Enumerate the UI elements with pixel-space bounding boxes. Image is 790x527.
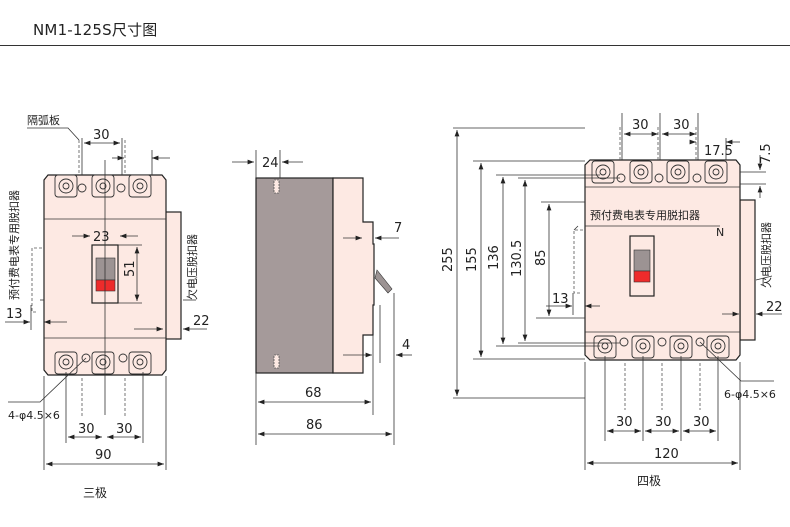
dim-side-top-offset: 24 <box>262 156 279 171</box>
four-undervoltage-release-label: 欠电压脱扣器 <box>759 222 773 288</box>
handle-red <box>95 279 116 292</box>
dim-four-pitch-bottom-3: 30 <box>693 415 710 430</box>
three-pole-front-view <box>5 127 207 470</box>
dim-four-left-offset: 13 <box>552 292 569 307</box>
dim-handle-width: 23 <box>93 230 110 245</box>
arc-plate-label: 隔弧板 <box>27 113 60 127</box>
dim-height-overall: 255 <box>441 247 456 272</box>
neutral-label: N <box>716 226 724 239</box>
dim-side-body-depth: 68 <box>305 386 322 401</box>
top-terminals <box>54 174 152 198</box>
dim-left-offset: 13 <box>6 307 23 322</box>
side-view <box>232 150 412 445</box>
four-pole-undervoltage-module <box>739 199 756 341</box>
dim-pole-pitch-bottom-1: 30 <box>78 422 95 437</box>
dim-pole-pitch-bottom-2: 30 <box>116 422 133 437</box>
prepaid-release-outline <box>31 247 42 313</box>
dim-height-holes: 130.5 <box>510 240 525 277</box>
dim-side-handle: 4 <box>402 338 410 353</box>
four-pole-handle-red <box>633 270 651 283</box>
four-pole-prepaid-outline <box>573 229 583 294</box>
page-title: NM1-125S尺寸图 <box>33 21 158 39</box>
undervoltage-release-label: 欠电压脱扣器 <box>185 234 199 300</box>
dim-pole-pitch-top: 30 <box>93 128 110 143</box>
dim-four-pitch-bottom-2: 30 <box>655 415 672 430</box>
side-body <box>332 177 375 374</box>
dim-four-pitch-bottom-1: 30 <box>616 415 633 430</box>
dim-right-offset: 22 <box>193 314 210 329</box>
side-terminal-block <box>255 177 334 374</box>
three-pole-caption: 三极 <box>83 486 107 500</box>
dim-four-overall-width: 120 <box>654 447 679 462</box>
dim-height-terminals: 136 <box>487 245 502 270</box>
four-pole-body <box>584 159 741 361</box>
dim-height-body: 155 <box>465 247 480 272</box>
dim-four-top-margin: 7.5 <box>759 143 774 164</box>
four-prepaid-release-label: 预付费电表专用脱扣器 <box>590 208 700 222</box>
dim-four-pitch-top-2: 30 <box>673 118 690 133</box>
side-handle <box>374 269 393 294</box>
four-pole-front-view <box>453 113 782 470</box>
dim-height-cover: 85 <box>534 249 549 266</box>
mounting-holes-label: 4-φ4.5×6 <box>8 409 60 422</box>
four-mounting-holes-label: 6-φ4.5×6 <box>724 388 776 401</box>
dim-four-pitch-top-1: 30 <box>632 118 649 133</box>
dim-handle-height: 51 <box>123 260 138 277</box>
title-divider <box>0 45 790 46</box>
dim-four-edge-offset: 17.5 <box>704 144 733 159</box>
dim-side-overall-depth: 86 <box>306 418 323 433</box>
undervoltage-module <box>164 211 182 340</box>
four-pole-bottom-terminals <box>593 335 730 359</box>
prepaid-release-label: 预付费电表专用脱扣器 <box>7 190 21 300</box>
dim-overall-width: 90 <box>95 448 112 463</box>
handle-grey <box>95 257 116 281</box>
bottom-terminals <box>54 351 152 375</box>
four-pole-top-terminals <box>591 160 728 184</box>
dim-four-right-offset: 22 <box>766 300 783 315</box>
four-pole-handle-grey <box>633 249 651 272</box>
dim-side-step: 7 <box>394 221 402 236</box>
four-pole-caption: 四极 <box>637 474 661 488</box>
